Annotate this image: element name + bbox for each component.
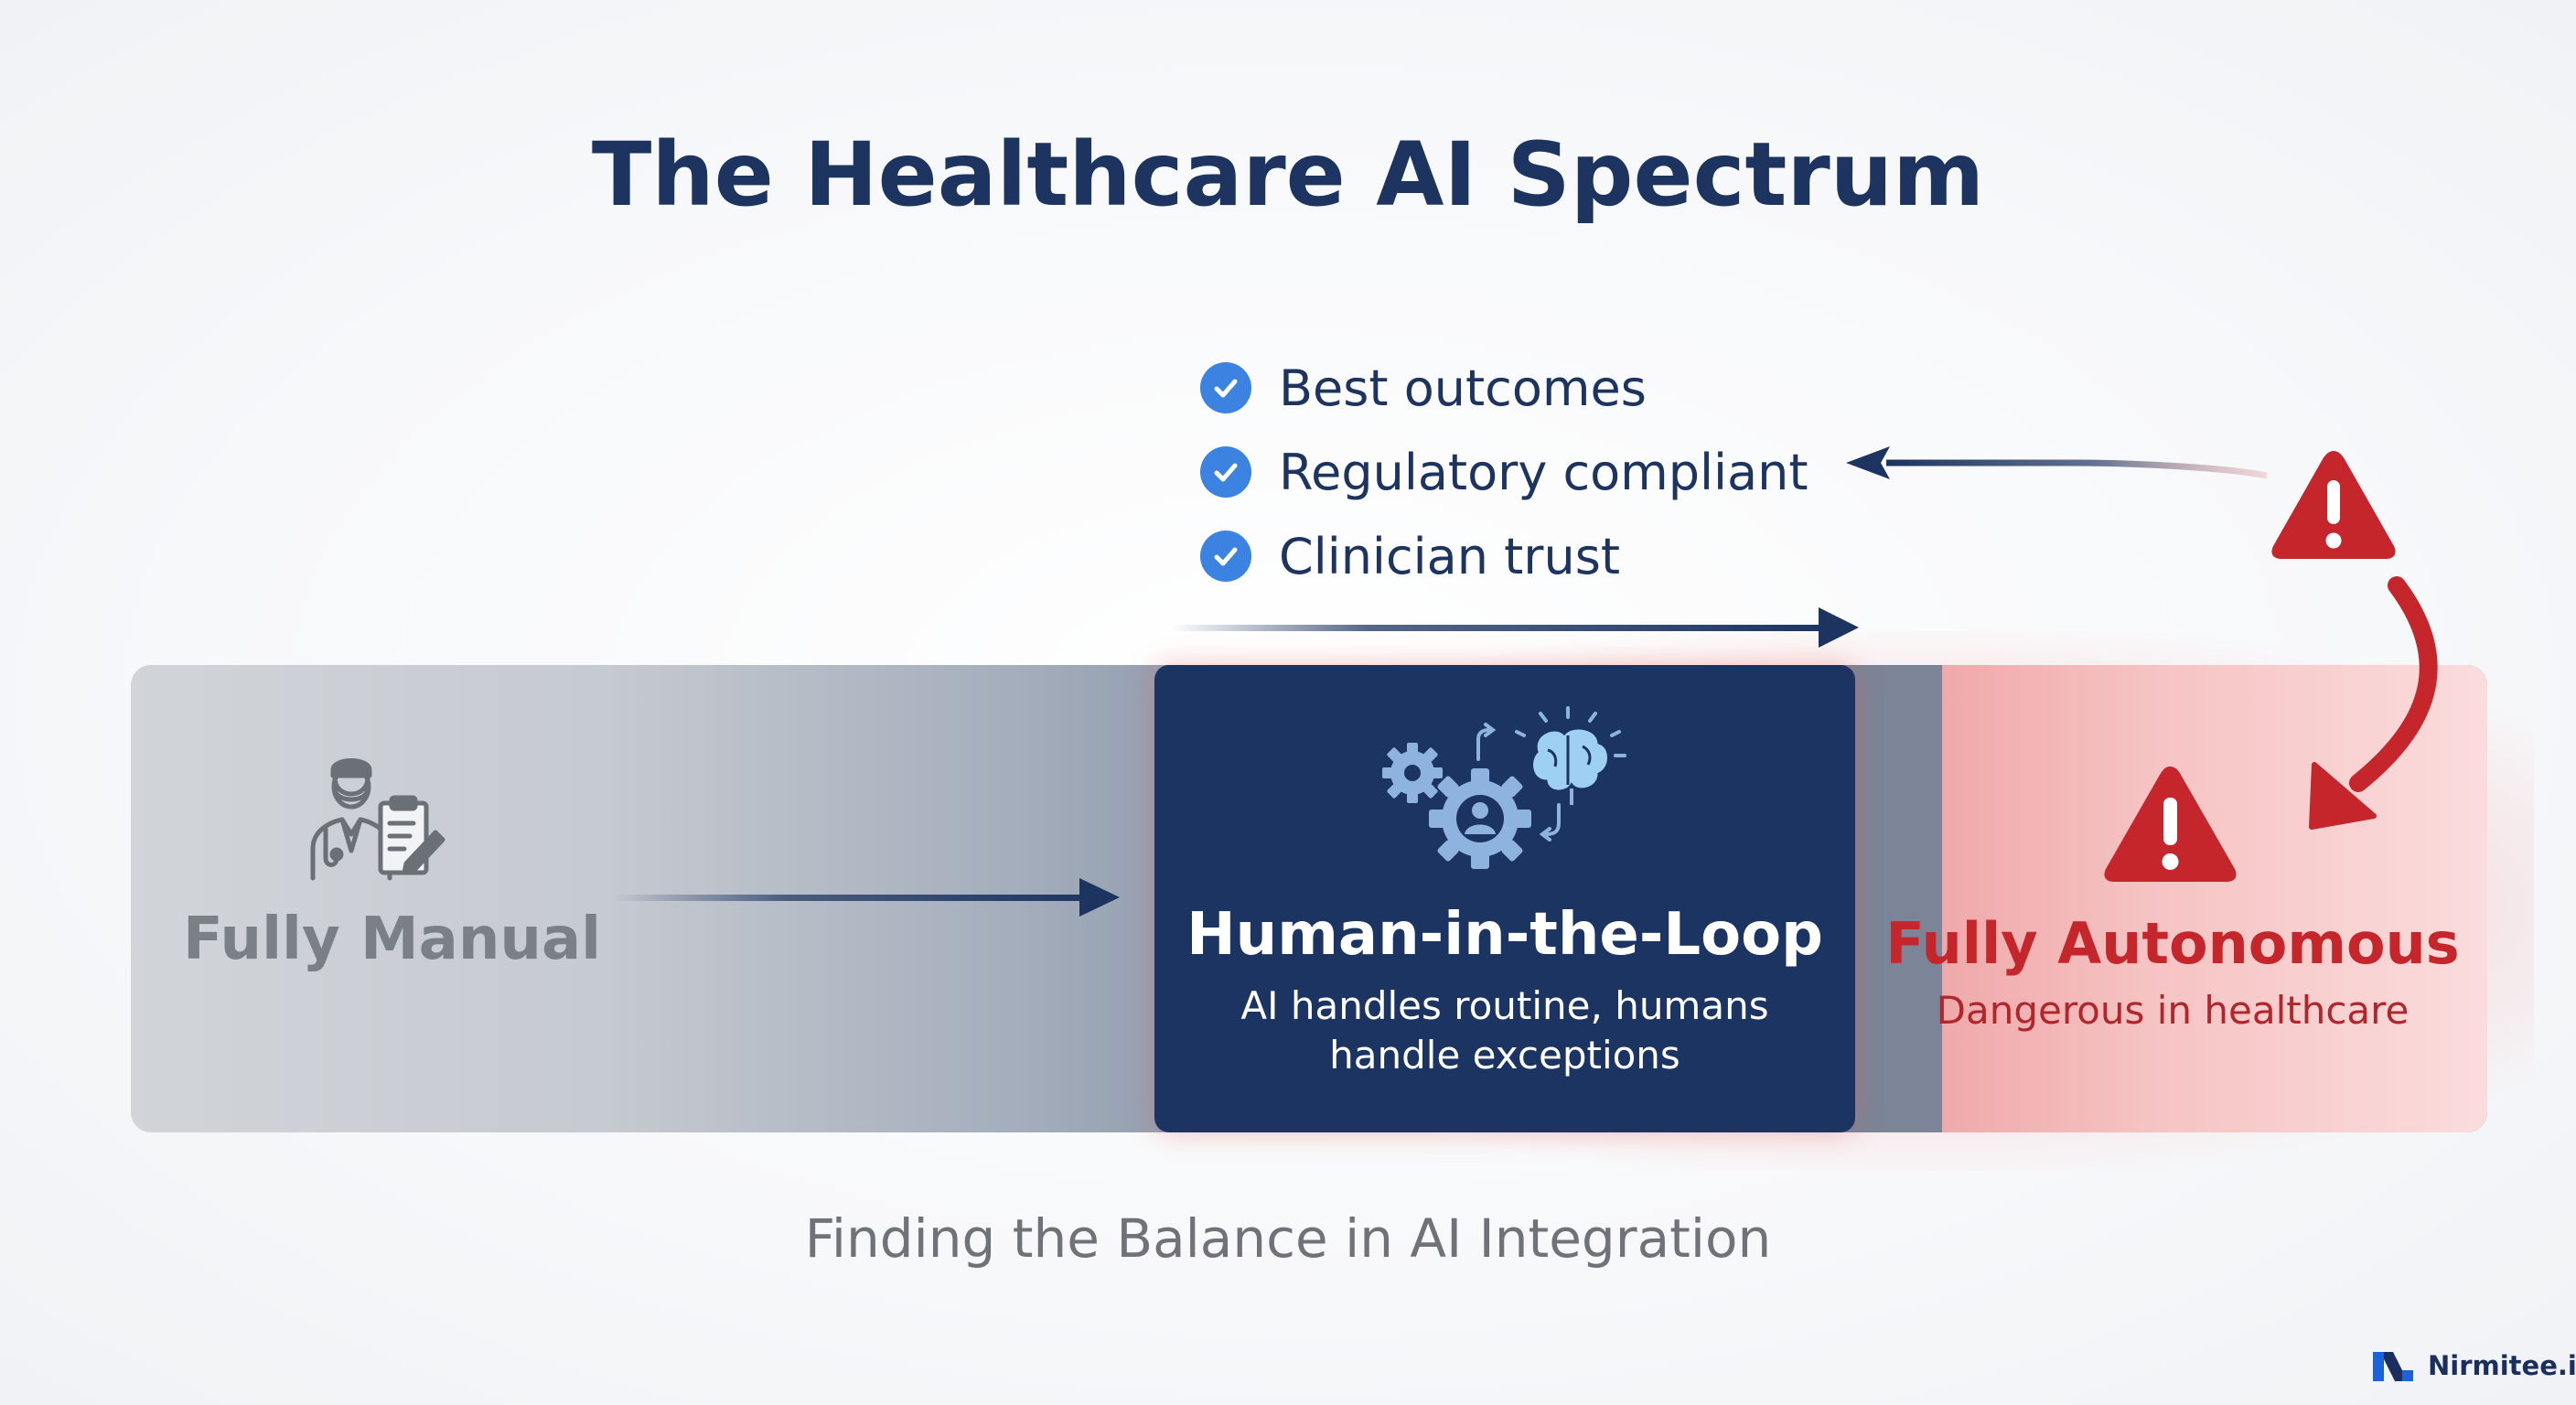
gears-brain-icon [1382, 706, 1626, 869]
warning-triangle-icon [2104, 767, 2237, 882]
manual-label: Fully Manual [183, 906, 602, 973]
check-circle-icon [1200, 531, 1251, 582]
benefits-list: Best outcomes Regulatory compliant Clini… [1200, 346, 1809, 598]
clinician-clipboard-icon [310, 758, 445, 881]
hitl-segment [1154, 665, 1855, 1132]
arrow-autonomous-back [1846, 446, 2268, 479]
hitl-description-line: handle exceptions [1329, 1033, 1680, 1078]
benefit-item: Regulatory compliant [1200, 430, 1809, 514]
nirmitee-logo-icon [2373, 1352, 2413, 1381]
hitl-description-line: AI handles routine, humans [1240, 983, 1769, 1028]
benefit-item: Best outcomes [1200, 346, 1809, 430]
autonomous-description: Dangerous in healthcare [1936, 988, 2410, 1033]
benefit-label: Best outcomes [1279, 359, 1647, 417]
hitl-label: Human-in-the-Loop [1186, 901, 1823, 969]
benefit-label: Regulatory compliant [1279, 443, 1809, 501]
warning-triangle-icon [2271, 451, 2396, 559]
benefit-item: Clinician trust [1200, 514, 1809, 598]
check-circle-icon [1200, 446, 1251, 498]
page-title: The Healthcare AI Spectrum [591, 123, 1985, 226]
brand-name: Nirmitee.io [2428, 1350, 2576, 1381]
benefit-label: Clinician trust [1279, 527, 1621, 585]
hitl-description: AI handles routine, humans handle except… [1154, 981, 1855, 1080]
diagram-subtitle: Finding the Balance in AI Integration [804, 1207, 1772, 1270]
brand-mark: Nirmitee.io [2371, 1348, 2576, 1383]
autonomous-segment [1942, 665, 2487, 1132]
check-circle-icon [1200, 362, 1251, 413]
autonomous-label: Fully Autonomous [1885, 910, 2460, 977]
